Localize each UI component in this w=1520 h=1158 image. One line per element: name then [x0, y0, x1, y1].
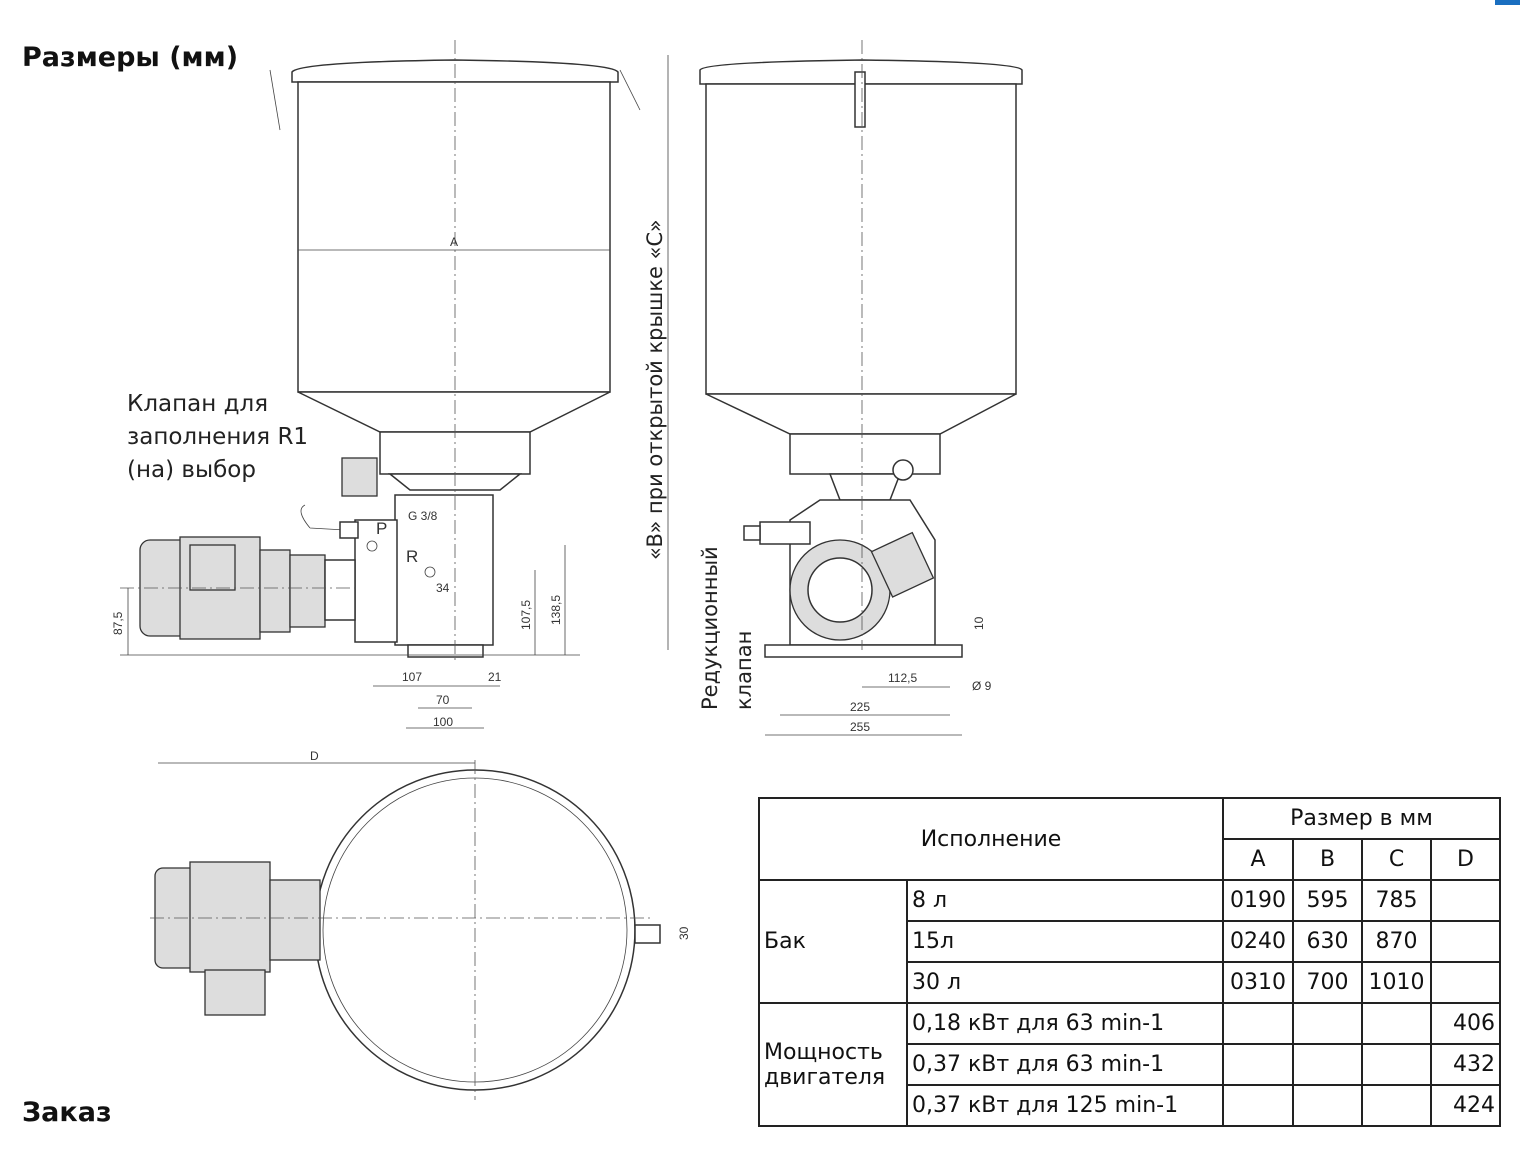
reduction-valve-label-2: клапан	[732, 631, 756, 710]
cell: 630	[1292, 920, 1363, 963]
table-row: 0,37 кВт для 63 min-1 432	[759, 1043, 1501, 1086]
dim-30: 30	[677, 926, 691, 940]
header-size: Размер в мм	[1222, 797, 1501, 840]
dim-21: 21	[488, 670, 502, 684]
cell	[1292, 1002, 1363, 1045]
dim-107: 107	[402, 670, 422, 684]
cell: 0240	[1222, 920, 1294, 963]
dim-112-5: 112,5	[888, 671, 917, 685]
label-line: (на) выбор	[127, 457, 256, 483]
row-label: 0,37 кВт для 63 min-1	[906, 1043, 1224, 1086]
dim-p: P	[376, 519, 387, 538]
cell: 785	[1361, 879, 1432, 922]
order-heading: Заказ	[22, 1097, 112, 1128]
dim-g38: G 3/8	[408, 509, 438, 523]
dim-107-5: 107,5	[519, 600, 533, 630]
header-d: D	[1430, 838, 1501, 881]
cell	[1222, 1002, 1294, 1045]
row-label: 15л	[906, 920, 1224, 963]
cell: 0190	[1222, 879, 1294, 922]
cell: 406	[1430, 1002, 1501, 1045]
row-label: 8 л	[906, 879, 1224, 922]
dim-87-5: 87,5	[111, 611, 125, 635]
cell	[1222, 1084, 1294, 1127]
table-row: 15л 0240 630 870	[759, 920, 1501, 963]
table-row: Бак 8 л 0190 595 785	[758, 879, 1501, 1004]
top-view: D 30	[150, 749, 691, 1100]
cell	[1292, 1043, 1363, 1086]
dim-10: 10	[972, 616, 986, 630]
cell: 870	[1361, 920, 1432, 963]
cell	[1361, 1002, 1432, 1045]
dim-d: D	[310, 749, 319, 763]
dim-70: 70	[436, 693, 450, 707]
cell: 424	[1430, 1084, 1501, 1127]
header-b: B	[1292, 838, 1363, 881]
cell: 432	[1430, 1043, 1501, 1086]
cell	[1361, 1043, 1432, 1086]
dim-138-5: 138,5	[549, 595, 563, 625]
cell	[1430, 961, 1501, 1004]
side-view: A G 3/8 P R 34 87,5 107,5 138,5 107 21 7…	[111, 40, 669, 729]
dim-d9: Ø 9	[972, 679, 992, 693]
dim-a: A	[450, 235, 458, 249]
cell: 1010	[1361, 961, 1432, 1004]
table-row: 30 л 0310 700 1010	[759, 961, 1501, 1004]
reduction-valve-label: Редукционный	[698, 546, 722, 710]
dim-100: 100	[433, 715, 453, 729]
label-line: заполнения R1	[127, 424, 309, 450]
label-line: Клапан для	[127, 391, 269, 417]
cell	[1430, 879, 1501, 922]
dim-34: 34	[436, 581, 450, 595]
header-variant: Исполнение	[758, 797, 1224, 881]
cell	[1430, 920, 1501, 963]
table-row: Мощность двигателя 0,18 кВт для 63 min-1…	[758, 1002, 1501, 1127]
cell: 700	[1292, 961, 1363, 1004]
dimensions-heading: Размеры (мм)	[22, 42, 239, 73]
row-label: 30 л	[906, 961, 1224, 1004]
header-c: C	[1361, 838, 1432, 881]
dim-225: 225	[850, 700, 870, 714]
cell: 0310	[1222, 961, 1294, 1004]
header-a: A	[1222, 838, 1294, 881]
cell	[1361, 1084, 1432, 1127]
group-motor: Мощность двигателя	[758, 1002, 908, 1127]
dimensions-table: Исполнение Размер в мм A B C D Бак 8 л 0…	[758, 797, 1501, 1127]
fill-valve-label: Клапан для заполнения R1 (на) выбор	[127, 388, 308, 487]
row-label: 0,37 кВт для 125 min-1	[906, 1084, 1224, 1127]
table-row: 0,37 кВт для 125 min-1 424	[759, 1084, 1501, 1127]
cell: 595	[1292, 879, 1363, 922]
front-view: 225 255 112,5 10 Ø 9 Редукционный клапан	[698, 40, 1023, 736]
dim-r: R	[406, 547, 418, 566]
cell	[1292, 1084, 1363, 1127]
height-note: «B» при открытой крышке «C»	[643, 219, 667, 560]
row-label: 0,18 кВт для 63 min-1	[906, 1002, 1224, 1045]
group-tank: Бак	[758, 879, 908, 1004]
corner-marker	[1495, 0, 1520, 5]
dim-255: 255	[850, 720, 870, 734]
cell	[1222, 1043, 1294, 1086]
